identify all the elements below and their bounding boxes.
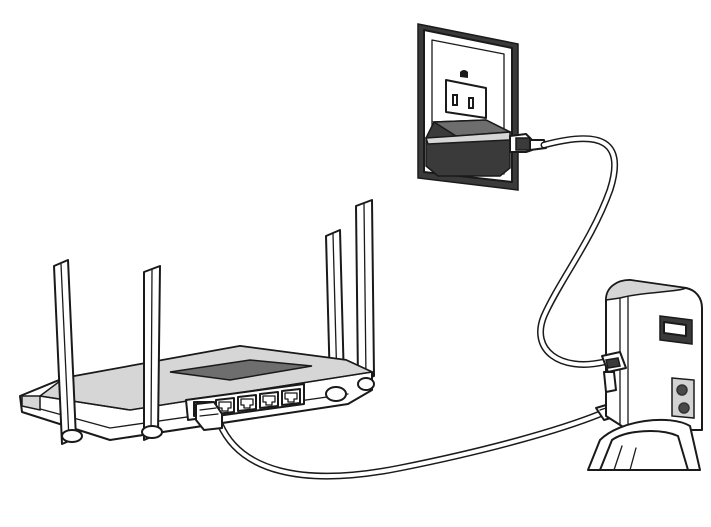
ethernet-cable bbox=[195, 401, 625, 480]
extender-device bbox=[601, 279, 703, 431]
extender-stand bbox=[587, 418, 701, 471]
antenna-front-mid bbox=[141, 265, 163, 441]
extender-buttons bbox=[671, 377, 695, 419]
ethernet-connector-router bbox=[195, 401, 223, 431]
antenna-back-right bbox=[355, 199, 375, 381]
router bbox=[19, 199, 375, 445]
port-lan-2 bbox=[237, 394, 257, 412]
outlet-receptacle bbox=[445, 70, 487, 119]
antenna-front-left bbox=[53, 259, 83, 445]
power-cable bbox=[537, 135, 619, 368]
port-lan-3 bbox=[259, 391, 279, 409]
port-lan-4 bbox=[281, 388, 301, 406]
power-adapter bbox=[424, 119, 547, 177]
